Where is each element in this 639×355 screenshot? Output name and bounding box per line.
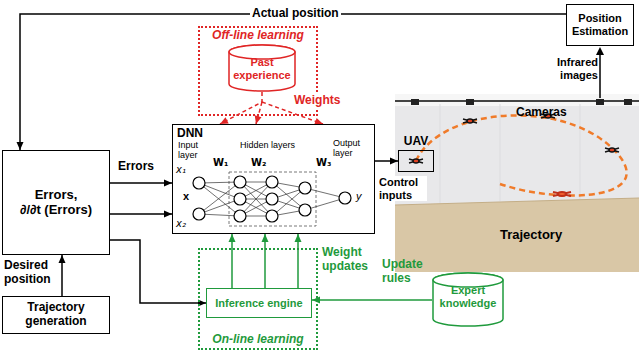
region-title: On-line learning [209,332,306,348]
database-cylinder: Past experience [228,44,296,92]
edge-label: Update rules [382,258,432,286]
node-label: Past experience [228,56,296,81]
node-label: Errors, [32,188,81,203]
weight-symbol: W₁ [213,157,228,169]
part-name: Trajectory [500,228,562,243]
layer-name: Input layer [178,140,208,161]
layer-name: Output layer [333,138,369,159]
layer-name: Hidden layers [240,140,295,150]
edge-label: Desired position [4,259,58,287]
node-label: Expert knowledge [432,284,504,309]
signal-name: Infrared images [546,56,598,81]
connector-arrow [17,14,567,150]
connector-arrow [110,180,172,218]
region-title: Off-line learning [209,28,307,44]
weight-symbol: W₂ [251,157,266,169]
node-label: Trajectory generation [3,301,109,329]
part-name: Cameras [516,106,567,120]
error-box: Errors,∂/∂t (Errors) [2,150,110,255]
connector-arrow [312,297,432,304]
weight-symbol: W₃ [316,157,331,169]
engine-box: Inference engine [206,288,312,318]
connector-arrow [229,234,302,288]
edge-label: Weight updates [322,246,376,274]
edge-label: Weights [292,94,342,108]
input-symbol: x₁ [176,164,186,176]
edge-label: Errors [118,160,154,174]
edge-label: Actual position [250,7,341,21]
online-region: On-line learning Inference engine [198,248,318,350]
database-cylinder: Expert knowledge [432,272,504,327]
connector-arrow [59,255,66,296]
connector-arrow [110,240,206,307]
uav-box: UAV [398,150,434,172]
edge-label: Control inputs [377,176,427,201]
estimation-box: Position Estimation [566,4,634,46]
input-symbol: x₂ [176,218,186,230]
node-label: Position Estimation [567,12,633,37]
node-label: UAV [404,135,428,149]
node-label: ∂/∂t (Errors) [17,203,95,218]
vector-symbol: x [183,190,189,203]
node-label: Inference engine [212,297,305,310]
connector-arrow [375,158,398,165]
output-symbol: y [356,190,362,203]
generator-box: Trajectory generation [2,296,110,334]
